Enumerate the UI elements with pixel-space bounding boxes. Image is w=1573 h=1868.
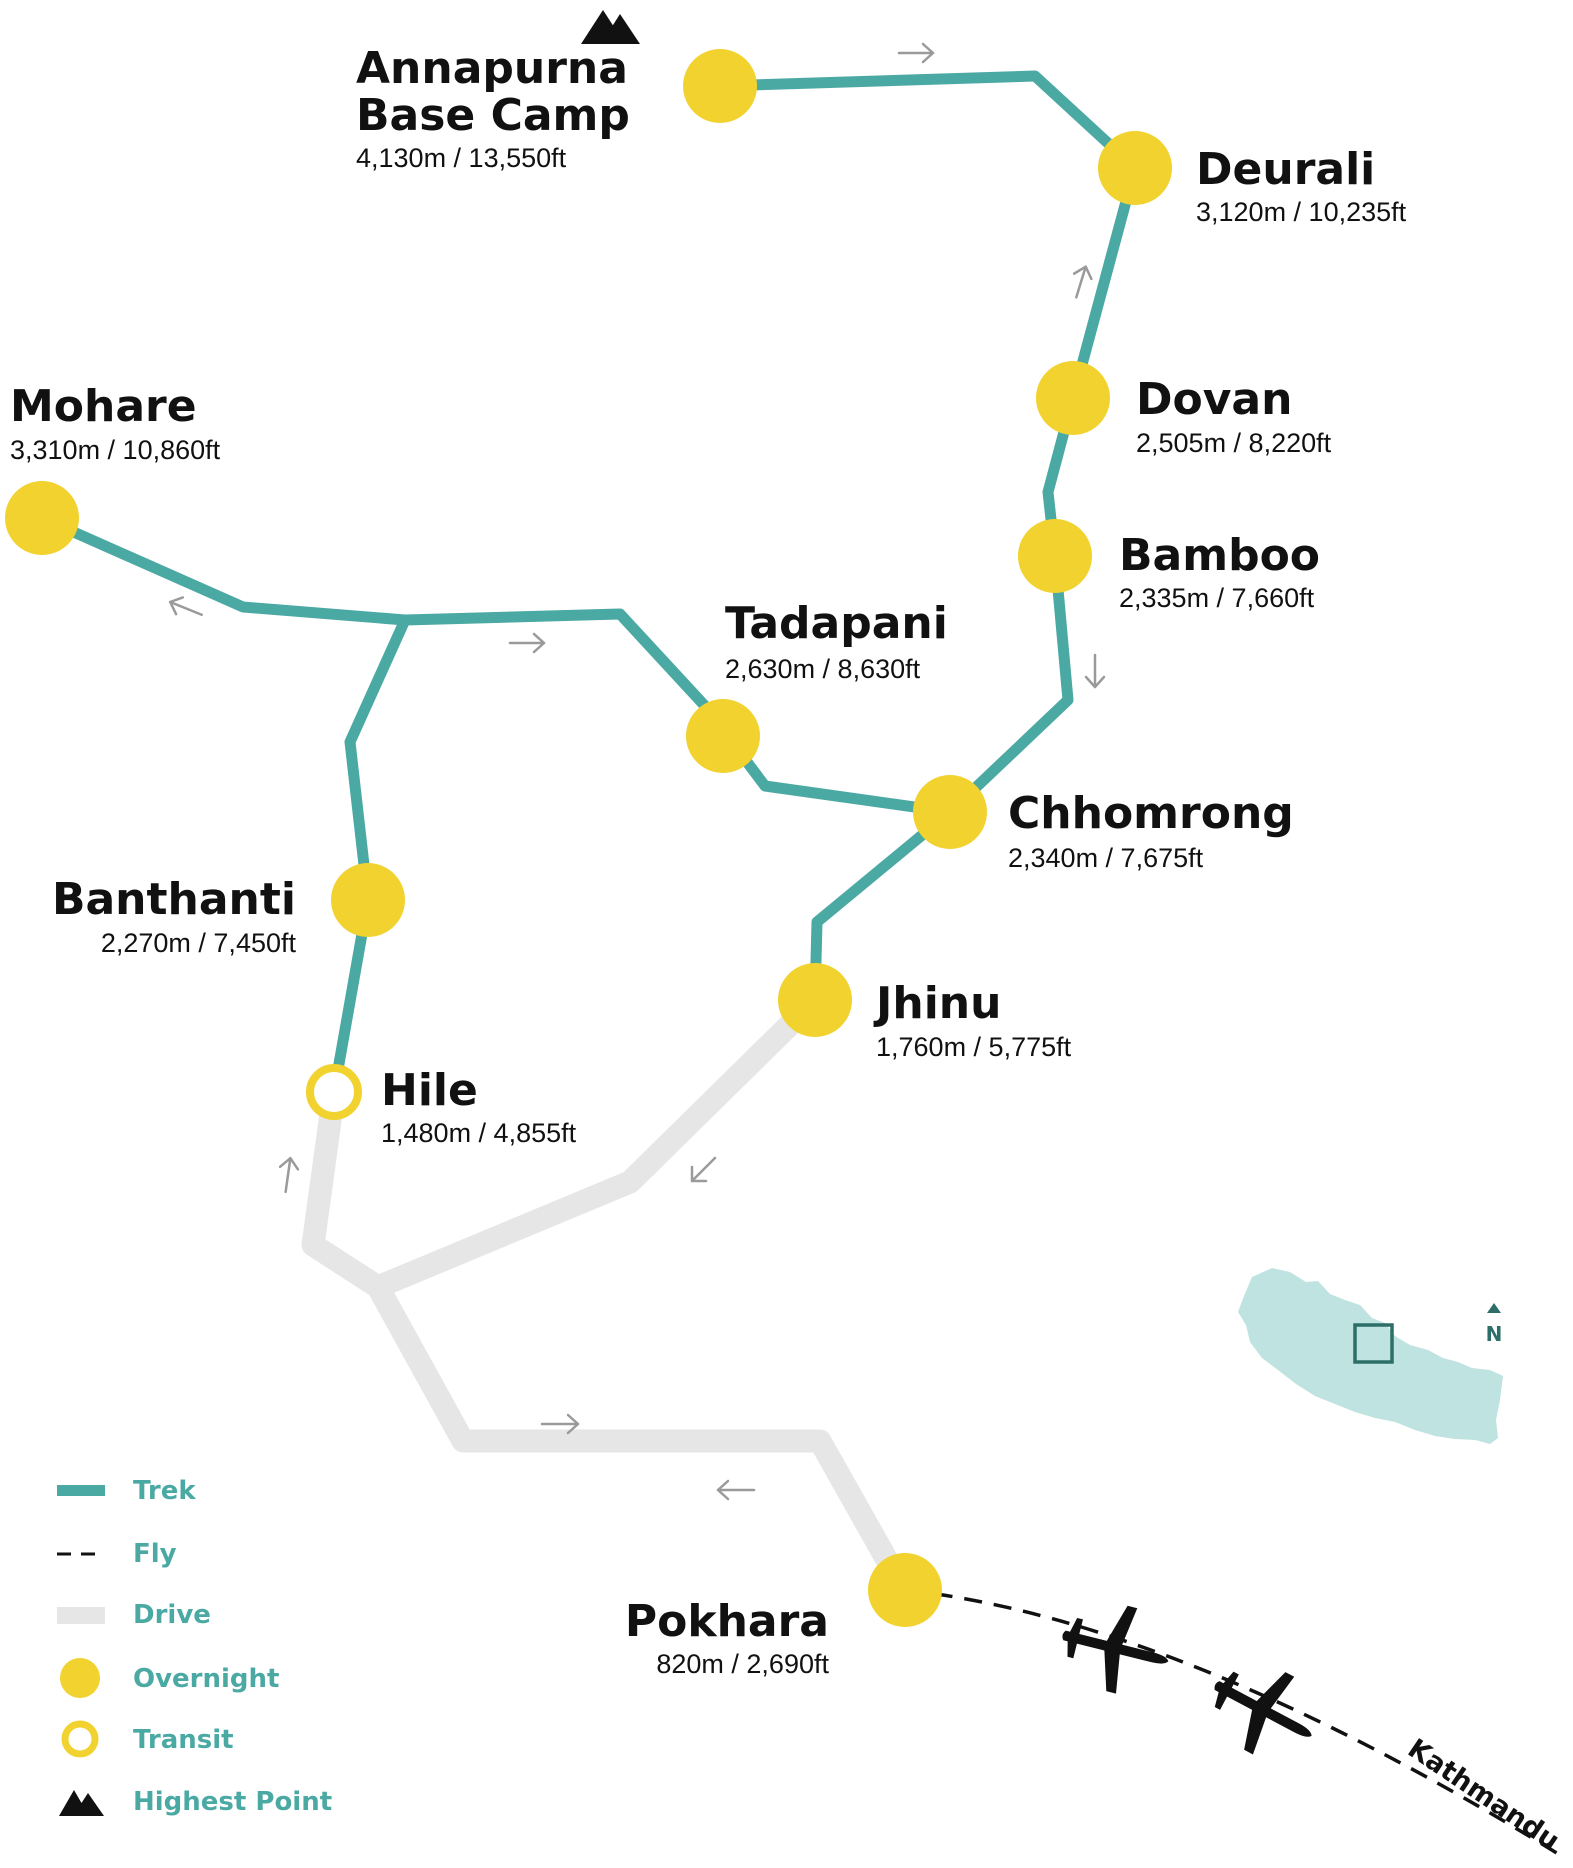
north-arrow-icon — [1487, 1303, 1501, 1313]
place-name-dovan: Dovan — [1136, 374, 1292, 425]
drive-route-hile-pokhara — [301, 1080, 917, 1604]
inset-region-box — [1353, 1323, 1394, 1364]
arrow-down-icon — [1084, 653, 1106, 689]
place-name-bamboo: Bamboo — [1119, 530, 1320, 581]
legend-overnight-swatch — [60, 1658, 100, 1698]
nepal-outline — [1238, 1268, 1503, 1444]
place-altitude-pokhara: 820m / 2,690ft — [656, 1649, 829, 1679]
place-altitude-bamboo: 2,335m / 7,660ft — [1119, 583, 1315, 613]
marker-annapurna-base-camp[interactable] — [683, 49, 757, 123]
arrow-right-icon — [540, 1413, 580, 1435]
marker-tadapani[interactable] — [686, 699, 760, 773]
waypoint-markers — [5, 49, 1172, 1627]
marker-deurali[interactable] — [1098, 131, 1172, 205]
marker-jhinu[interactable] — [778, 963, 852, 1037]
place-altitude-annapurna-base-camp: 4,130m / 13,550ft — [356, 143, 567, 173]
airplane-icon — [1214, 1671, 1312, 1755]
airplane-icon — [1062, 1605, 1169, 1694]
fly-route-pokhara-kathmandu — [904, 1588, 1561, 1857]
place-altitude-mohare: 3,310m / 10,860ft — [10, 435, 221, 465]
legend-drive-label: Drive — [133, 1600, 211, 1630]
drive-route-jhinu-junction — [366, 988, 827, 1299]
arrow-right-icon — [897, 42, 935, 64]
place-labels: Annapurna Base Camp 4,130m / 13,550ft De… — [10, 43, 1407, 1679]
legend-transit-label: Transit — [133, 1725, 234, 1755]
nepal-inset-map: N — [1238, 1268, 1503, 1444]
legend-transit-swatch — [61, 1720, 99, 1758]
compass-label: N — [1486, 1322, 1503, 1346]
place-altitude-hile: 1,480m / 4,855ft — [381, 1118, 577, 1148]
place-altitude-chhomrong: 2,340m / 7,675ft — [1008, 843, 1204, 873]
place-altitude-jhinu: 1,760m / 5,775ft — [876, 1032, 1072, 1062]
arrow-up-icon — [278, 1156, 300, 1194]
legend-overnight-label: Overnight — [133, 1664, 279, 1694]
drive-routes — [301, 988, 917, 1604]
place-name-annapurna-base-camp-line2: Base Camp — [356, 90, 630, 141]
marker-chhomrong[interactable] — [913, 775, 987, 849]
place-altitude-deurali: 3,120m / 10,235ft — [1196, 197, 1407, 227]
place-name-chhomrong: Chhomrong — [1008, 788, 1294, 839]
place-name-tadapani: Tadapani — [725, 598, 948, 649]
flight-destination-label: Kathmandu — [1402, 1733, 1565, 1857]
place-name-annapurna-base-camp-line1: Annapurna — [356, 43, 628, 94]
place-name-hile: Hile — [381, 1065, 478, 1116]
place-altitude-banthanti: 2,270m / 7,450ft — [101, 928, 297, 958]
arrow-left-icon — [168, 596, 203, 616]
place-altitude-dovan: 2,505m / 8,220ft — [1136, 428, 1332, 458]
place-name-pokhara: Pokhara — [625, 1596, 829, 1647]
marker-pokhara[interactable] — [868, 1553, 942, 1627]
legend-mountain-icon — [59, 1790, 104, 1816]
marker-mohare[interactable] — [5, 481, 79, 555]
legend-drive-swatch — [57, 1607, 105, 1624]
marker-bamboo[interactable] — [1018, 519, 1092, 593]
legend-trek-swatch — [57, 1485, 105, 1496]
fly-route — [904, 1588, 1561, 1857]
mountain-icon — [581, 10, 640, 44]
marker-hile[interactable] — [306, 1064, 362, 1120]
direction-arrows — [168, 42, 1106, 1501]
place-name-deurali: Deurali — [1196, 144, 1375, 195]
marker-dovan[interactable] — [1036, 361, 1110, 435]
legend-trek-label: Trek — [133, 1476, 196, 1506]
place-name-mohare: Mohare — [10, 381, 197, 432]
arrow-right-icon — [508, 632, 546, 654]
marker-banthanti[interactable] — [331, 863, 405, 937]
legend: Trek Fly Drive Overnight Transit Highest… — [57, 1476, 332, 1817]
place-name-jhinu: Jhinu — [873, 978, 1001, 1029]
arrow-left-icon — [716, 1479, 756, 1501]
legend-highest-point-label: Highest Point — [133, 1787, 332, 1817]
legend-fly-label: Fly — [133, 1539, 177, 1569]
trek-route-mohare-tadapani — [36, 512, 956, 818]
arrow-down-left-icon — [690, 1156, 717, 1183]
place-altitude-tadapani: 2,630m / 8,630ft — [725, 654, 921, 684]
arrow-up-icon — [1072, 265, 1093, 299]
place-name-banthanti: Banthanti — [52, 874, 296, 925]
trek-route-junction-hile — [328, 614, 411, 1098]
